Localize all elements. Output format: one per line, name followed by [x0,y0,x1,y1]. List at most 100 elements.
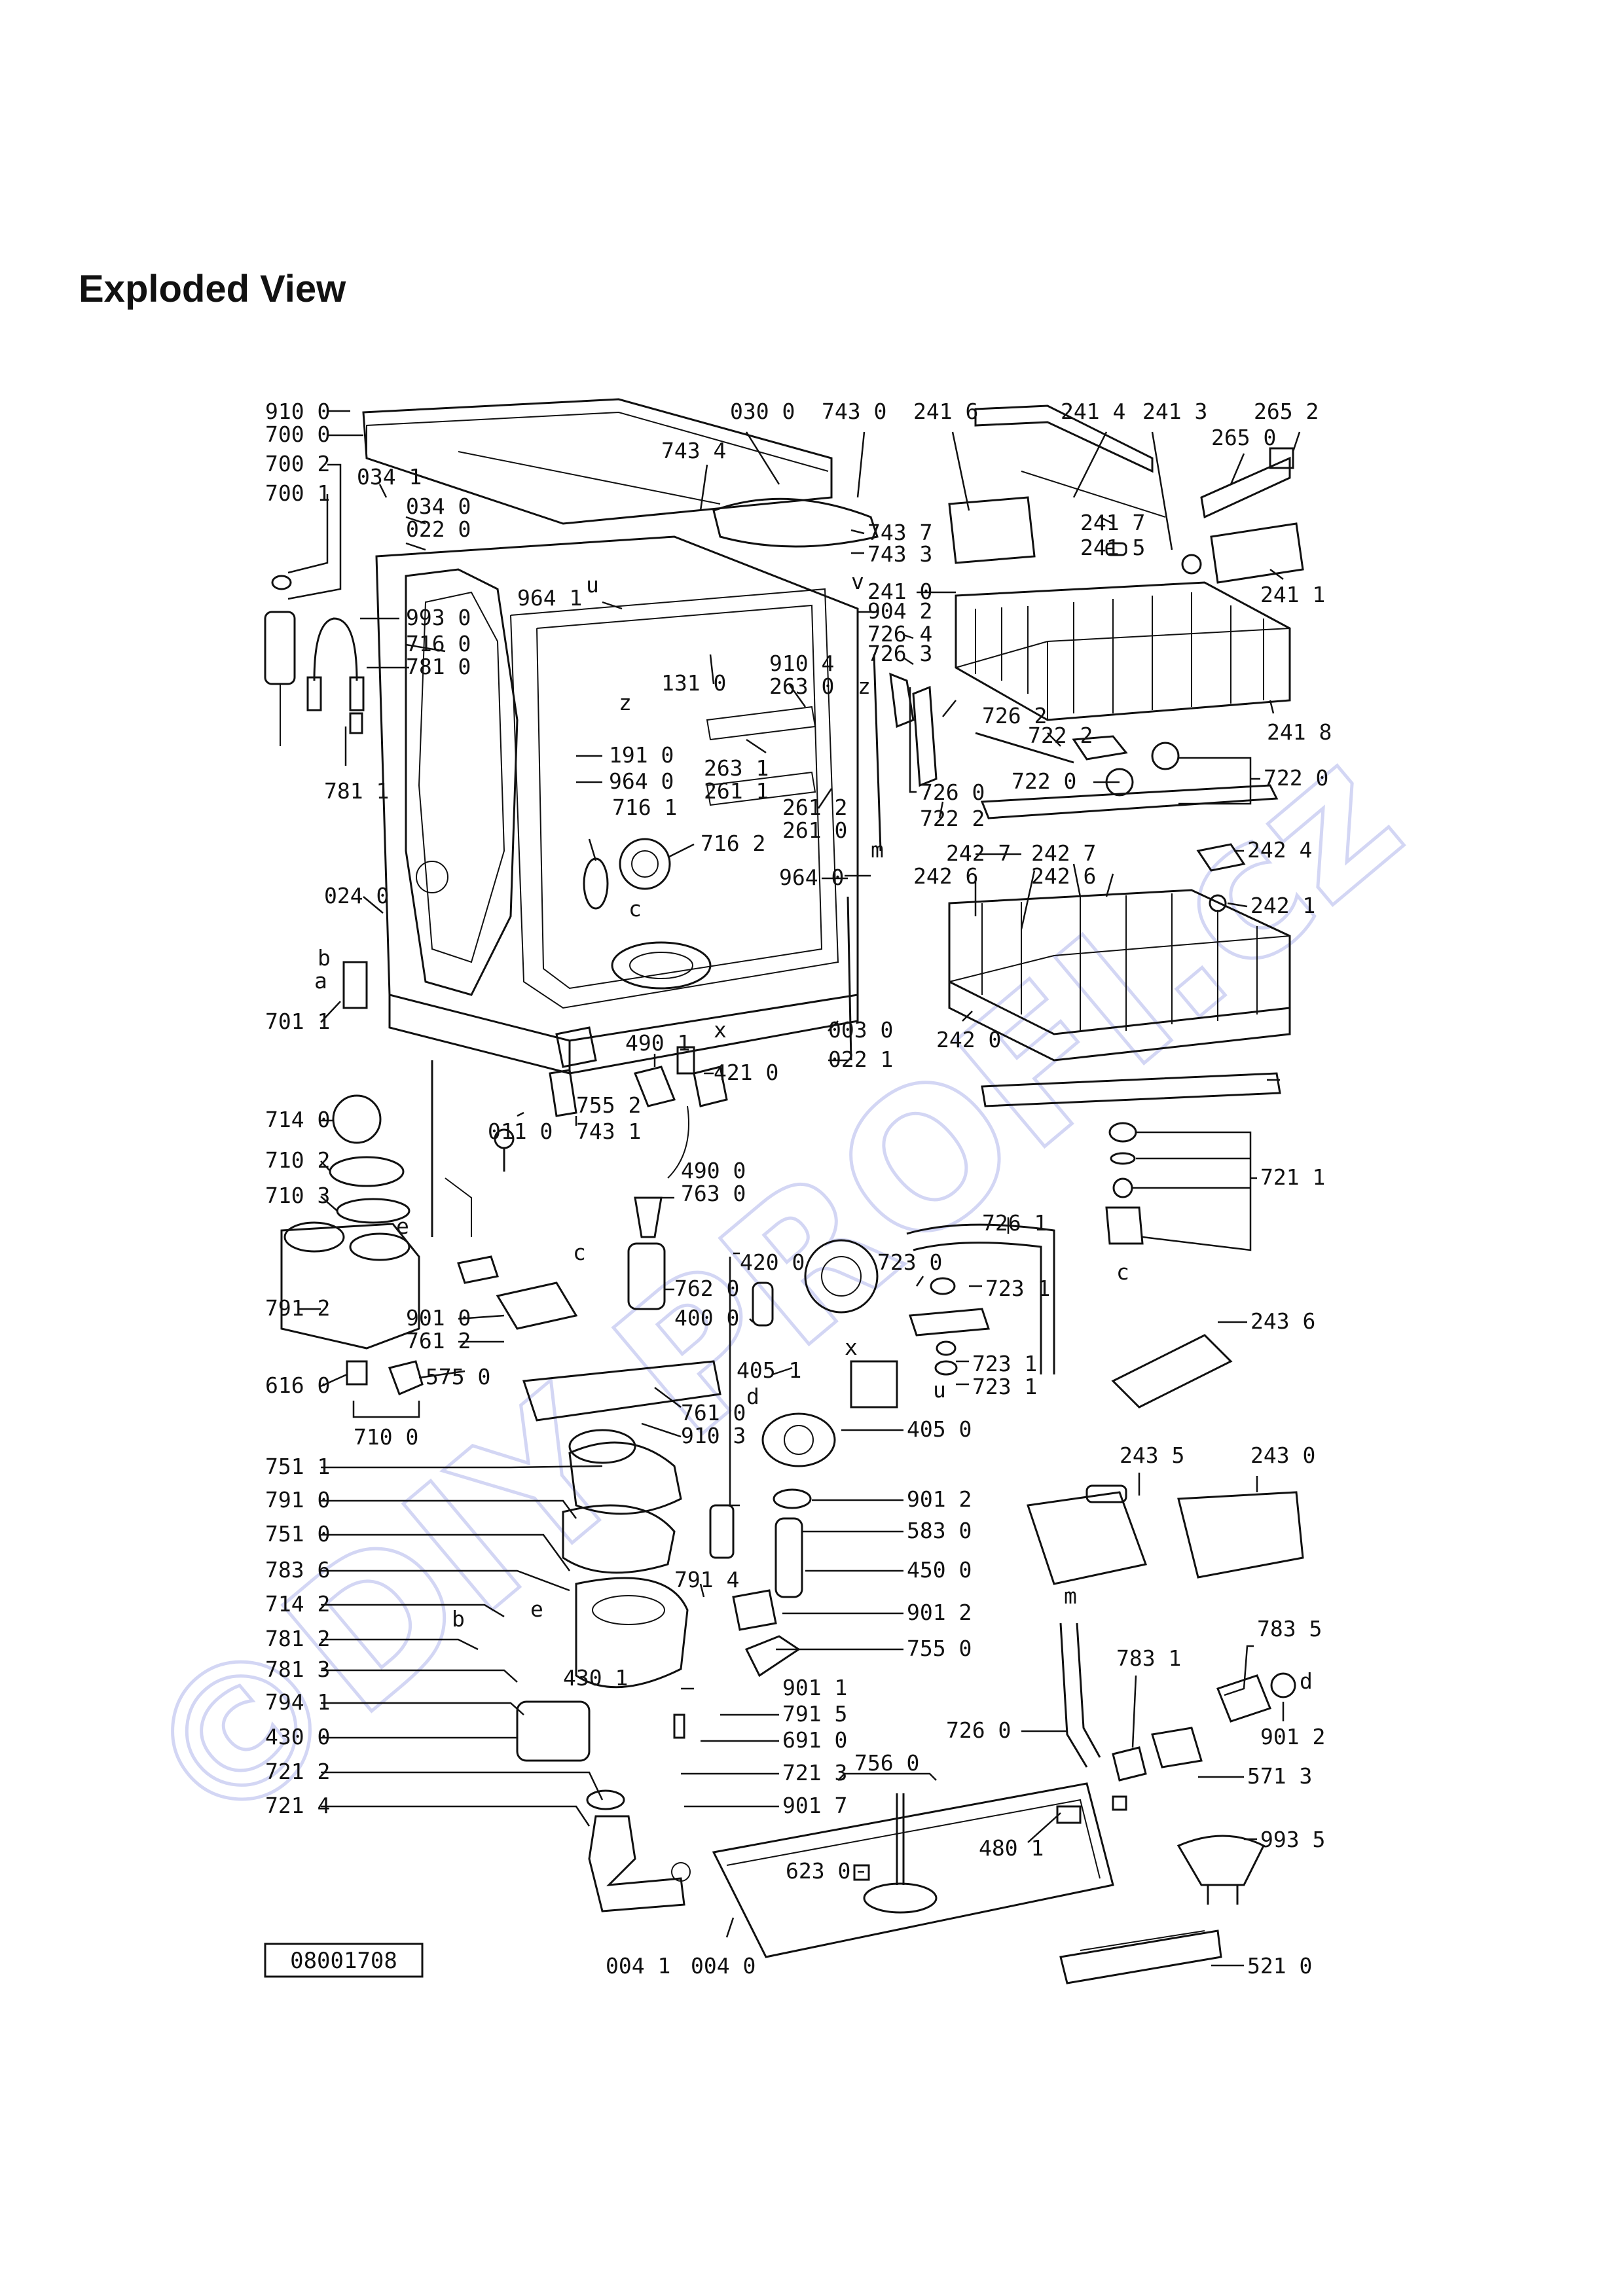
label-964-0b: 964 0 [779,865,844,890]
left-parts [264,575,721,1912]
label-722-2: 722 2 [1028,723,1093,748]
label-791-5: 791 5 [782,1701,847,1727]
part-labels: 910 0 700 0 700 2 700 1 034 1 034 0 022 … [265,399,1332,1979]
label-743-4: 743 4 [661,438,726,463]
label-034-0: 034 0 [406,493,471,519]
label-904-2: 904 2 [867,598,932,624]
label-265-0: 265 0 [1211,425,1276,450]
label-726-0: 726 0 [920,780,985,805]
label-700-0: 700 0 [265,422,330,447]
label-726-1: 726 1 [982,1210,1047,1236]
label-763-0: 763 0 [681,1181,746,1206]
marker-u2: u [933,1377,946,1403]
label-743-0: 743 0 [822,399,886,424]
label-480-1: 480 1 [979,1835,1044,1861]
label-241-6: 241 6 [913,399,978,424]
label-726-3: 726 3 [867,641,932,666]
label-721-3: 721 3 [782,1760,847,1785]
label-242-4: 242 4 [1247,837,1312,863]
label-726-0b: 726 0 [946,1717,1011,1743]
marker-x: x [714,1017,727,1043]
label-723-0: 723 0 [877,1249,942,1275]
label-722-0: 722 0 [1264,765,1328,791]
label-756-0: 756 0 [854,1750,919,1776]
label-490-1: 490 1 [625,1030,690,1056]
label-751-0: 751 0 [265,1521,330,1547]
label-242-6: 242 6 [913,863,978,889]
label-783-1: 783 1 [1116,1645,1181,1671]
label-011-0: 011 0 [488,1119,553,1144]
marker-c: c [629,896,642,922]
label-755-2: 755 2 [576,1092,641,1118]
label-242-7: 242 7 [946,840,1011,866]
label-430-1: 430 1 [563,1665,628,1691]
marker-z2: z [858,673,871,699]
marker-e: e [396,1213,409,1239]
label-405-0: 405 0 [907,1416,972,1442]
label-030-0: 030 0 [730,399,795,424]
label-022-1: 022 1 [828,1047,893,1072]
label-004-0: 004 0 [691,1953,756,1979]
label-430-0: 430 0 [265,1724,330,1749]
label-701-1: 701 1 [265,1009,330,1034]
label-034-1: 034 1 [357,464,422,490]
label-743-1: 743 1 [576,1119,641,1144]
marker-z: z [619,690,632,715]
label-781-0: 781 0 [406,654,471,679]
label-722-0b: 722 0 [1012,768,1076,794]
label-791-2: 791 2 [265,1295,330,1321]
label-910-4: 910 4 [769,651,834,676]
marker-d2: d [1300,1668,1313,1694]
label-242-7b: 242 7 [1031,840,1096,866]
label-583-0: 583 0 [907,1518,972,1543]
marker-e2: e [530,1596,543,1622]
label-723-1c: 723 1 [972,1374,1037,1399]
label-901-2: 901 2 [907,1486,972,1512]
label-243-0: 243 0 [1250,1443,1315,1468]
label-191-0: 191 0 [609,742,674,768]
label-405-1: 405 1 [737,1357,801,1383]
label-761-0: 761 0 [681,1400,746,1426]
label-242-1: 242 1 [1250,893,1315,918]
marker-b: b [318,945,331,971]
label-910-3: 910 3 [681,1423,746,1448]
label-265-2: 265 2 [1254,399,1319,424]
label-400-0: 400 0 [674,1305,739,1331]
label-691-0: 691 0 [782,1727,847,1753]
label-242-0: 242 0 [936,1027,1001,1052]
label-762-0: 762 0 [674,1276,739,1301]
label-261-2: 261 2 [782,795,847,820]
label-490-0: 490 0 [681,1158,746,1183]
leader-lines [287,410,1301,1967]
letter-markers: u v z z m c x a b c e d x u c b e m d [314,569,1313,1694]
marker-b2: b [452,1606,465,1632]
label-721-2: 721 2 [265,1759,330,1784]
label-241-7: 241 7 [1080,510,1145,535]
label-700-1: 700 1 [265,480,330,506]
label-243-6: 243 6 [1250,1308,1315,1334]
label-901-0: 901 0 [406,1305,471,1331]
marker-c3: c [1116,1259,1129,1285]
label-263-1: 263 1 [704,755,769,781]
label-743-7: 743 7 [867,520,932,545]
label-710-2: 710 2 [265,1147,330,1173]
label-901-1: 901 1 [782,1675,847,1700]
label-004-1: 004 1 [606,1953,670,1979]
marker-d: d [746,1384,759,1409]
label-420-0: 420 0 [740,1249,805,1275]
label-743-3: 743 3 [867,541,932,567]
marker-a: a [314,968,327,994]
label-716-1: 716 1 [612,795,677,820]
marker-m2: m [1064,1583,1077,1609]
label-910-0: 910 0 [265,399,330,424]
label-791-0: 791 0 [265,1487,330,1513]
label-710-0: 710 0 [354,1424,418,1450]
marker-u: u [586,572,599,598]
label-241-8: 241 8 [1267,719,1332,745]
label-901-7: 901 7 [782,1793,847,1818]
label-901-2b: 901 2 [907,1600,972,1625]
label-263-0: 263 0 [769,673,834,699]
label-714-2: 714 2 [265,1591,330,1617]
label-901-2c: 901 2 [1260,1724,1325,1749]
